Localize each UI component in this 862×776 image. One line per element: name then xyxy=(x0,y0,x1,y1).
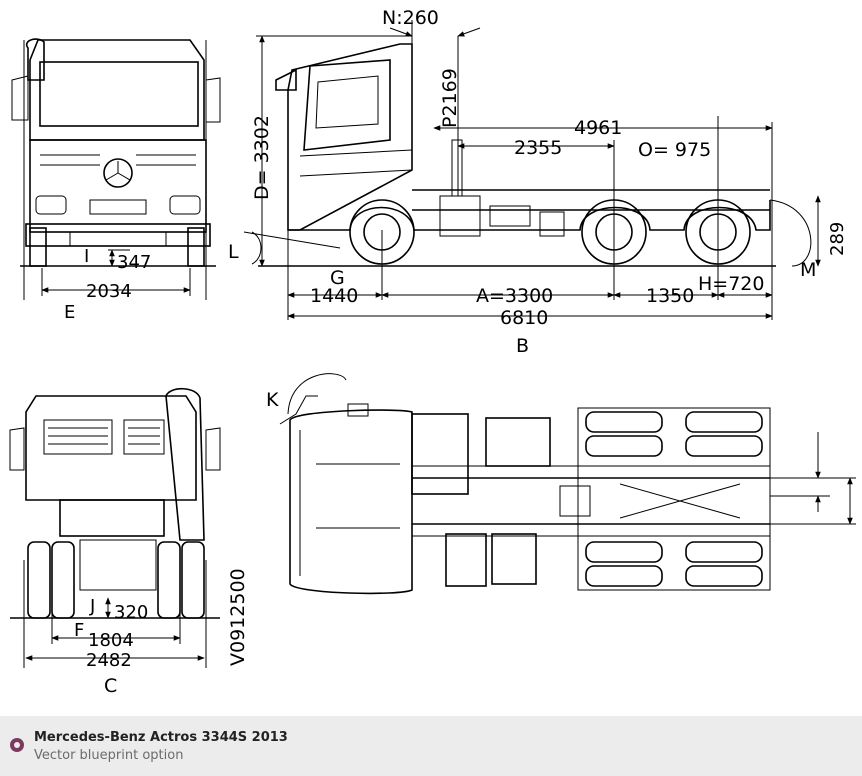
dim-d3302: D= 3302 xyxy=(251,115,273,200)
label-m: M xyxy=(800,259,816,281)
dim-4961: 4961 xyxy=(574,117,622,139)
label-b: B xyxy=(516,335,529,357)
label-f: F xyxy=(74,620,84,641)
label-i: I xyxy=(84,246,89,267)
dim-1350: 1350 xyxy=(646,285,694,307)
dim-1440: 1440 xyxy=(310,285,358,307)
dim-2355: 2355 xyxy=(514,137,562,159)
blueprint-drawing: I 347 2034 E xyxy=(9,7,856,697)
dim-p2169: P2169 xyxy=(439,68,461,128)
dim-1804: 1804 xyxy=(88,630,134,651)
dim-o975: O= 975 xyxy=(638,139,711,161)
dim-n260: N:260 xyxy=(382,7,439,29)
rear-view xyxy=(9,387,221,668)
dim-6810: 6810 xyxy=(500,307,548,329)
caption-bar: Mercedes-Benz Actros 3344S 2013 Vector b… xyxy=(0,716,862,776)
caption-subtitle[interactable]: Vector blueprint option xyxy=(34,748,184,763)
dim-a3300: A=3300 xyxy=(476,285,553,307)
label-l: L xyxy=(228,241,239,263)
caption-title[interactable]: Mercedes-Benz Actros 3344S 2013 xyxy=(34,730,288,745)
dim-2034: 2034 xyxy=(86,281,132,302)
front-view xyxy=(11,38,221,300)
label-e: E xyxy=(64,302,75,323)
dim-289: 289 xyxy=(827,222,848,256)
bullet-icon xyxy=(10,738,24,752)
drawing-code: V0912500 xyxy=(227,568,249,666)
dim-2482: 2482 xyxy=(86,650,132,671)
label-k: K xyxy=(266,389,279,411)
dim-h720: H=720 xyxy=(698,273,764,295)
side-view xyxy=(243,20,821,320)
label-g: G xyxy=(330,267,345,289)
label-j: J xyxy=(89,596,95,617)
dim-320: 320 xyxy=(114,602,148,623)
top-view xyxy=(279,373,856,595)
label-c: C xyxy=(104,675,117,697)
dim-347: 347 xyxy=(117,252,151,273)
